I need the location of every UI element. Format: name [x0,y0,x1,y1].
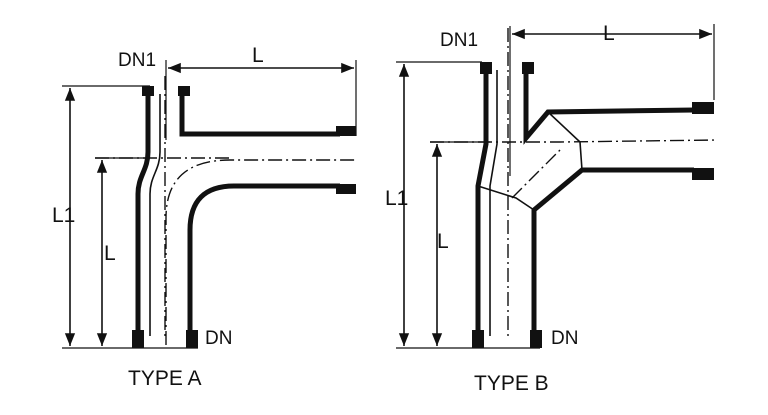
type-b-left-inner-wall [489,70,498,336]
type-b-dn-label: DN [551,328,578,349]
type-a-elbow-outer-wall [187,183,340,336]
type-b-branch-joint-line [547,111,583,171]
type-a-bottom-left-ferrule [132,330,144,348]
type-a-top-left-ferrule [142,86,154,96]
type-b-caption: TYPE B [474,372,549,395]
type-b-branch-bottom-wall [531,167,694,336]
type-a-dn-label: DN [205,328,232,349]
type-a-bottom-right-ferrule [186,330,198,348]
type-b-figure: DN1 L L1 L DN TYPE B [385,22,719,395]
type-a-figure: DN1 L L1 L DN TYPE A [52,44,358,390]
type-b-l-horizontal-label: L [603,22,615,45]
type-b-bottom-left-ferrule [472,330,484,348]
type-b-top-left-ferrule [480,62,492,74]
type-a-side-bottom-ferrule [336,184,356,194]
type-b-angled-centerline [511,149,561,199]
type-b-bottom-right-ferrule [530,330,542,348]
type-b-side-top-ferrule [692,102,714,114]
type-b-left-wall [475,70,489,336]
type-a-dn1-label: DN1 [118,50,156,71]
type-b-l-vertical-label: L [437,230,449,253]
type-a-l-vertical-label: L [104,242,116,265]
type-a-top-right-ferrule [178,86,190,96]
type-b-joint-line [477,185,535,211]
type-b-l1-label: L1 [385,187,408,210]
type-a-caption: TYPE A [128,367,202,390]
type-b-branch-centerline [430,139,719,143]
type-b-dn1-label: DN1 [440,30,478,51]
type-a-l-horizontal-label: L [252,44,264,67]
type-b-top-right-ferrule [522,62,534,74]
type-a-left-inner-wall [149,94,161,336]
type-a-side-top-ferrule [336,126,356,136]
type-b-branch-top-wall [523,70,695,145]
type-a-elbow-centerline [165,159,358,345]
type-a-l1-label: L1 [52,204,75,227]
type-a-branch-top-wall [179,94,340,137]
type-a-left-wall [135,94,151,336]
type-b-side-bottom-ferrule [692,168,714,180]
